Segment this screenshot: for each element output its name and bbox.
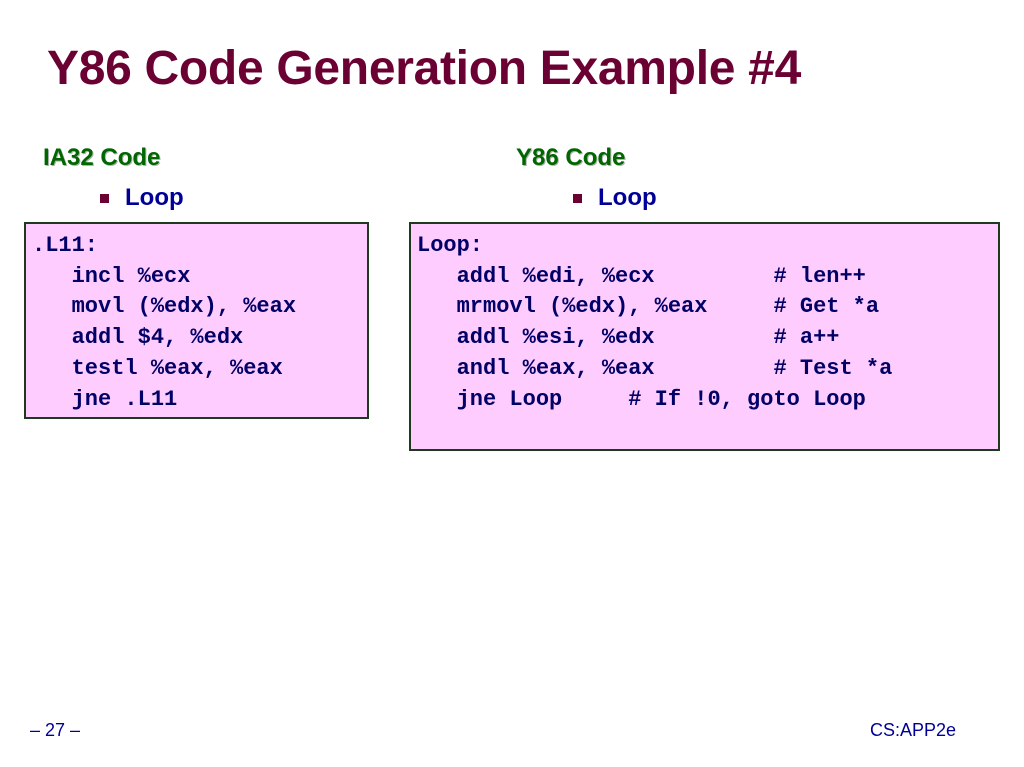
- y86-bullet-label: Loop: [598, 184, 657, 211]
- code-line: testl %eax, %eax: [32, 355, 283, 381]
- ia32-code-heading: IA32 Code: [43, 144, 161, 171]
- code-line: incl %ecx: [32, 263, 191, 289]
- ia32-bullet-label: Loop: [125, 184, 184, 211]
- square-bullet-icon: [573, 193, 582, 203]
- y86-bullet-item: Loop: [573, 184, 657, 212]
- code-line: .L11:: [32, 233, 99, 258]
- code-line: Loop:: [417, 233, 484, 258]
- ia32-bullet-item: Loop: [100, 184, 184, 212]
- y86-code-block: Loop: addl %edi, %ecx # len++ mrmovl (%e…: [409, 222, 1000, 451]
- slide-title: Y86 Code Generation Example #4: [47, 42, 801, 95]
- page-number: – 27 –: [30, 720, 81, 740]
- course-label: CS:APP2e: [870, 720, 957, 740]
- code-line: jne Loop # If !0, goto Loop: [417, 386, 866, 412]
- square-bullet-icon: [100, 193, 109, 203]
- code-line: andl %eax, %eax # Test *a: [417, 355, 893, 381]
- code-line: movl (%edx), %eax: [32, 294, 297, 320]
- code-line: jne .L11: [32, 386, 178, 412]
- code-line: addl %esi, %edx # a++: [417, 325, 840, 351]
- code-line: mrmovl (%edx), %eax # Get *a: [417, 294, 880, 320]
- ia32-code-block: .L11: incl %ecx movl (%edx), %eax addl $…: [24, 222, 369, 419]
- code-line: addl %edi, %ecx # len++: [417, 263, 866, 289]
- y86-code-heading: Y86 Code: [516, 144, 626, 171]
- code-line: addl $4, %edx: [32, 325, 244, 351]
